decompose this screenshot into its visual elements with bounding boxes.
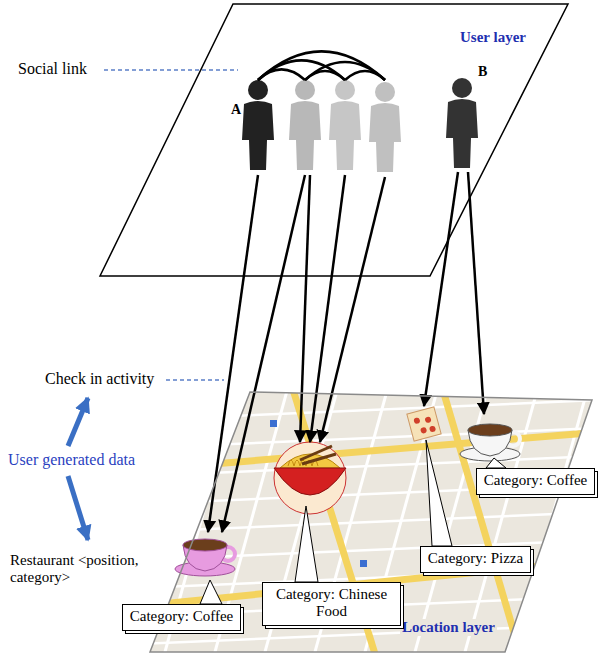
user-layer-plane: User layer bbox=[100, 4, 568, 276]
coffee-cup-icon bbox=[175, 539, 235, 576]
social-link-arc bbox=[305, 62, 385, 80]
category-callout: Category: Coffee bbox=[122, 604, 241, 631]
check-in-arrow bbox=[300, 175, 310, 442]
check-in-arrow bbox=[468, 172, 484, 414]
street bbox=[140, 652, 600, 665]
person-icon bbox=[242, 80, 274, 170]
metro-mark bbox=[360, 560, 367, 567]
social-link-arc bbox=[258, 51, 385, 80]
label-slot: Social link bbox=[18, 60, 87, 78]
category-text: Category: Coffee bbox=[484, 472, 587, 489]
main-road bbox=[140, 432, 600, 470]
category-text: Category: Coffee bbox=[130, 608, 233, 625]
noodle-bowl-icon bbox=[274, 442, 346, 514]
callout-pointer bbox=[295, 506, 318, 582]
annotation-label: Social link bbox=[18, 60, 87, 78]
category-text: Category: Pizza bbox=[428, 550, 523, 567]
coffee-cup-icon bbox=[460, 424, 520, 461]
pizza-icon bbox=[407, 407, 441, 441]
label-slot: Check in activity bbox=[45, 370, 154, 388]
flow-arrow bbox=[68, 476, 88, 540]
check-in-arrow bbox=[208, 175, 258, 532]
leader-line bbox=[104, 69, 238, 71]
flow-arrow bbox=[68, 398, 88, 446]
label-slot: A bbox=[231, 100, 241, 118]
annotation-label: Restaurant <position, category> bbox=[10, 552, 160, 587]
callout-pointer bbox=[200, 580, 222, 604]
person-icon bbox=[369, 82, 401, 172]
label-slot: User generated data bbox=[8, 451, 135, 469]
check-in-arrow bbox=[310, 175, 345, 442]
social-link-arc bbox=[345, 71, 385, 80]
layer-title: Location layer bbox=[400, 619, 497, 636]
category-text: Category: Chinese Food bbox=[270, 586, 394, 621]
map-streets bbox=[60, 380, 600, 665]
category-callout: Category: Pizza bbox=[420, 546, 531, 573]
label-slot: Restaurant <position, category> bbox=[10, 552, 160, 587]
leader-line bbox=[166, 379, 224, 381]
category-callout: Category: Coffee bbox=[476, 468, 595, 495]
person-icon bbox=[446, 78, 478, 168]
annotation-label: Check in activity bbox=[45, 370, 154, 388]
callout-pointer bbox=[426, 440, 452, 546]
person-icon bbox=[289, 80, 321, 170]
metro-mark bbox=[270, 420, 277, 427]
label-slot: B bbox=[478, 62, 487, 80]
user-letter: A bbox=[231, 102, 241, 118]
check-in-arrow bbox=[222, 175, 305, 532]
check-in-arrow bbox=[424, 172, 458, 406]
users bbox=[242, 78, 478, 172]
user-letter: B bbox=[478, 64, 487, 80]
annotation-label: User generated data bbox=[8, 451, 135, 469]
category-callout: Category: Chinese Food bbox=[262, 582, 401, 626]
callout-pointer bbox=[486, 458, 506, 468]
person-icon bbox=[329, 80, 361, 170]
layer-title: User layer bbox=[460, 29, 526, 46]
check-in-arrow bbox=[320, 177, 385, 442]
layer-border bbox=[100, 4, 568, 276]
map bbox=[60, 380, 600, 665]
